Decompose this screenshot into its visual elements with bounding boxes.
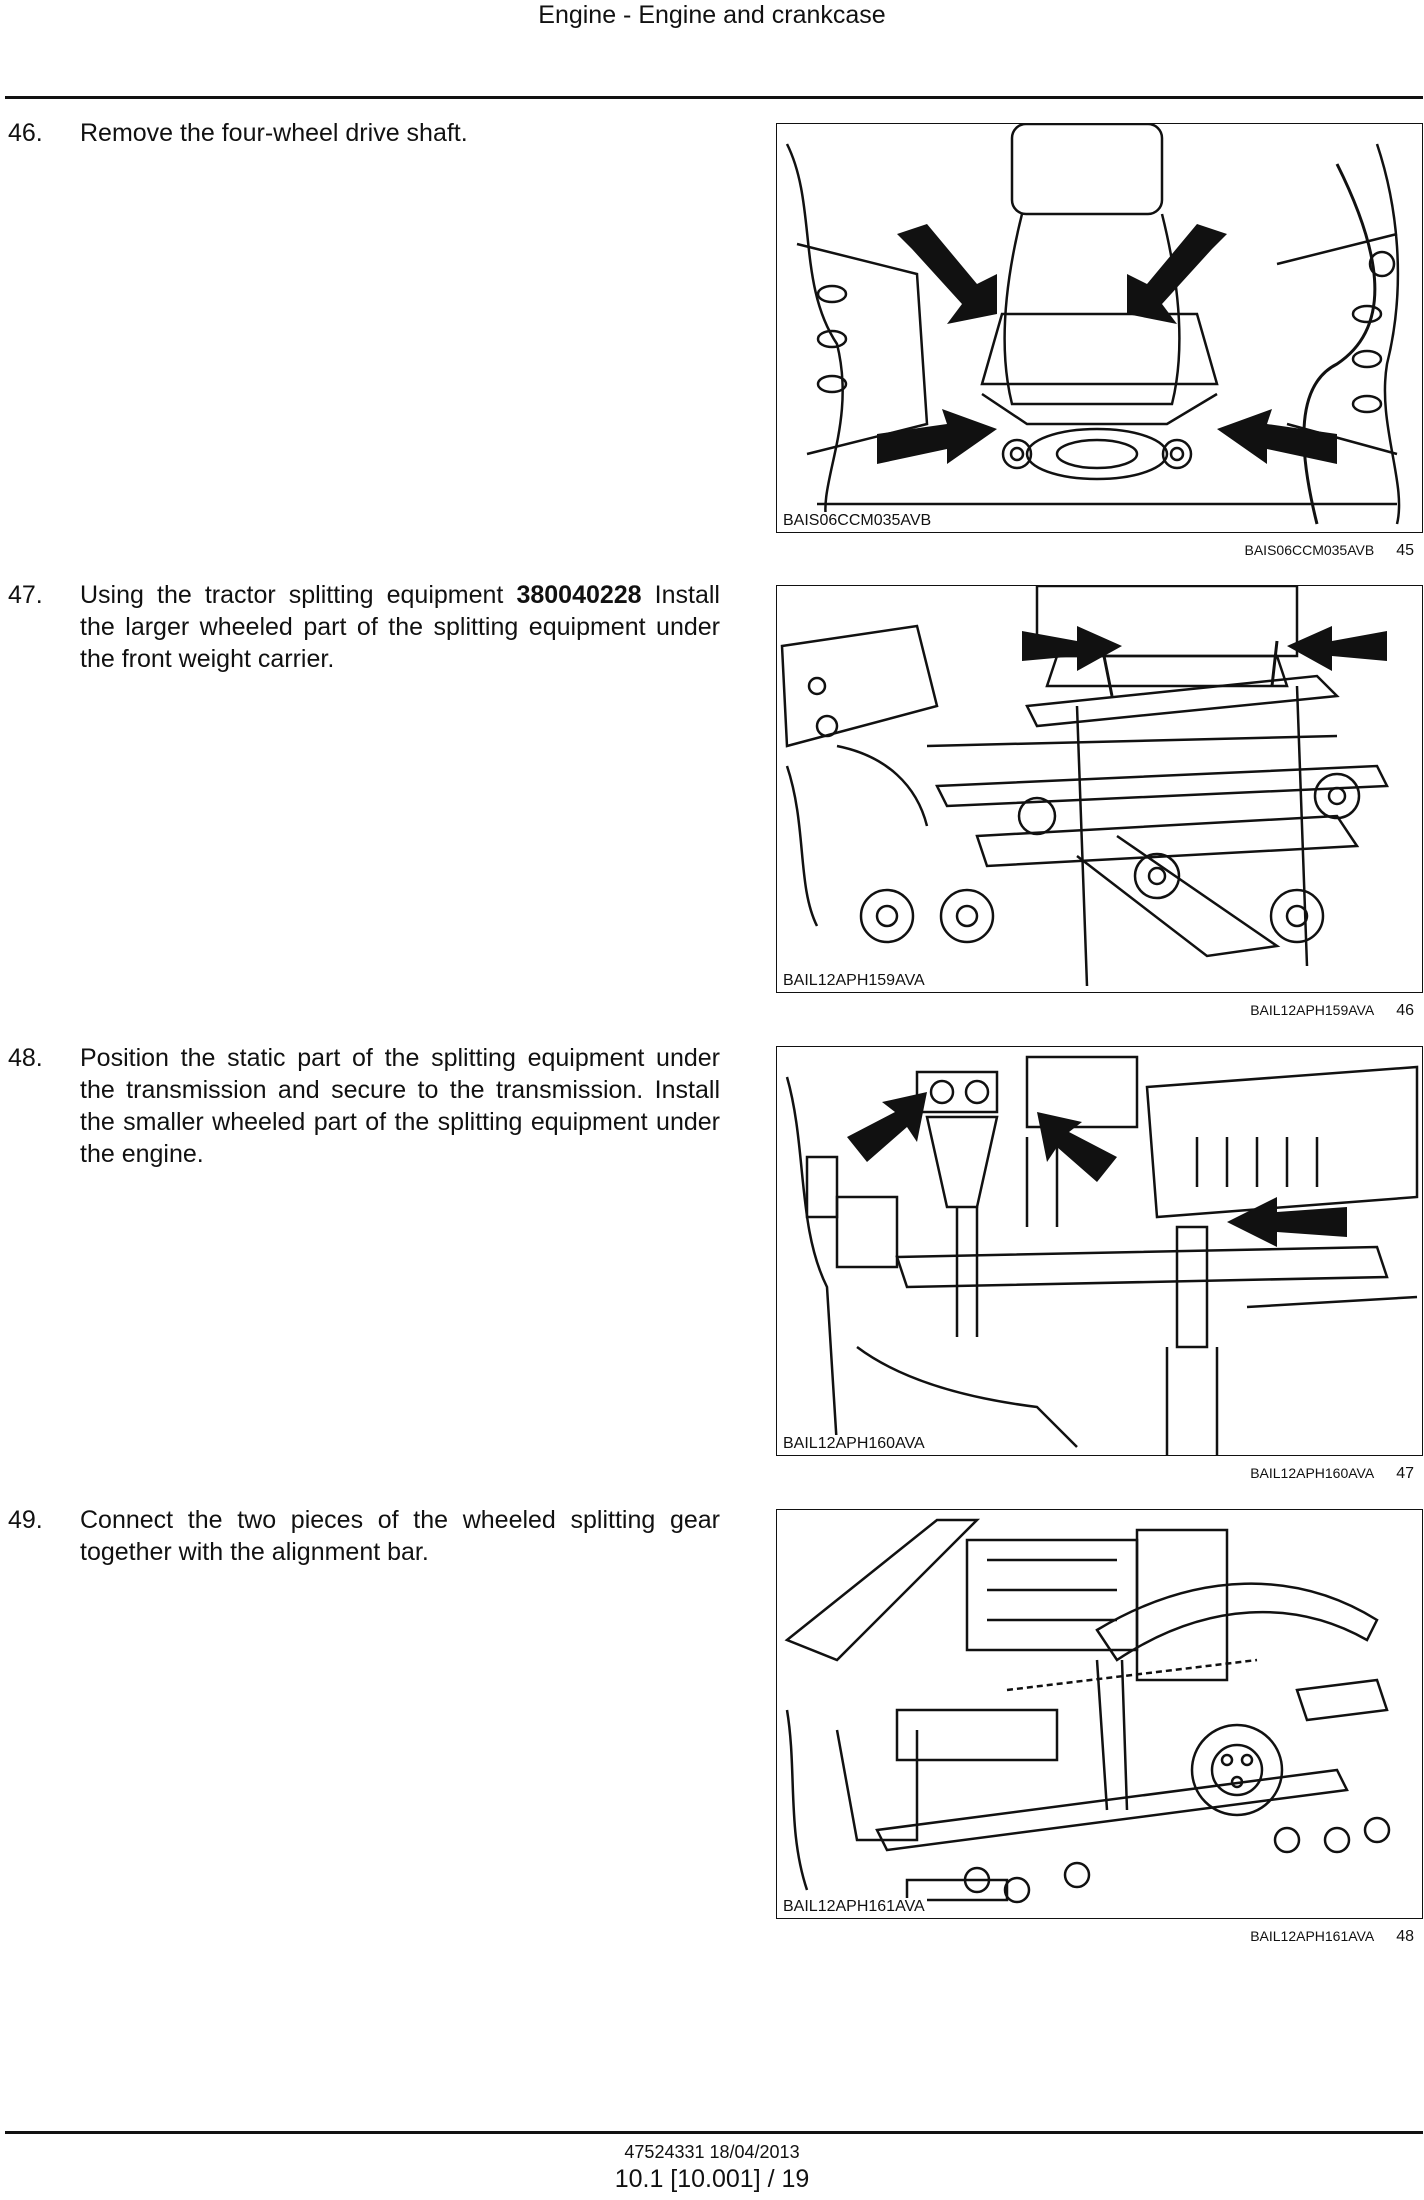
step-number: 49. [8,1506,43,1534]
figure-splitting-equipment-transmission: BAIL12APH160AVA [776,1046,1423,1456]
step-number: 46. [8,119,43,147]
step-text: Using the tractor splitting equipment 38… [80,581,720,673]
figure-code: BAIL12APH160AVA [781,1435,927,1453]
footer-doc-ref: 47524331 18/04/2013 [624,2142,800,2162]
step-text: Position the static part of the splittin… [80,1044,720,1168]
header-divider [5,96,1423,99]
figure-code: BAIS06CCM035AVB [781,512,934,530]
step-text: Connect the two pieces of the wheeled sp… [80,1506,720,1566]
footer-divider [5,2131,1423,2134]
figure-alignment-bar: BAIL12APH161AVA [776,1509,1423,1919]
figure-drive-shaft: BAIS06CCM035AVB [776,123,1423,533]
figure-code: BAIL12APH161AVA [781,1898,927,1916]
step-text: Remove the four-wheel drive shaft. [80,119,468,147]
step-number: 48. [8,1044,43,1072]
part-number: 380040228 [516,581,642,609]
figure-code: BAIL12APH159AVA [781,972,927,990]
figure-splitting-equipment-front: BAIL12APH159AVA [776,585,1423,993]
page-header-title: Engine - Engine and crankcase [538,1,886,29]
footer-page-ref: 10.1 [10.001] / 19 [614,2165,810,2193]
step-number: 47. [8,581,43,609]
